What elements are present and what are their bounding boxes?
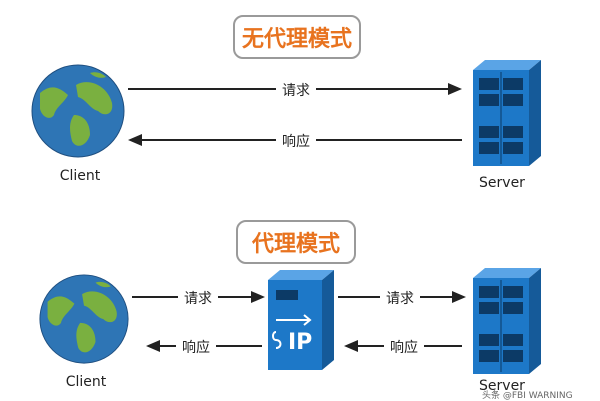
- client-label-bottom: Client: [65, 374, 107, 390]
- proxy-ip-text: IP: [288, 330, 313, 355]
- globe-icon: [31, 64, 125, 158]
- server-icon: [473, 60, 541, 166]
- request-label-bottom-right: 请求: [380, 288, 420, 308]
- request-label-top: 请求: [276, 80, 316, 100]
- proxy-title-box: 代理模式: [236, 220, 356, 264]
- watermark: 头条 @FBI WARNING: [482, 391, 573, 401]
- no-proxy-title-box: 无代理模式: [233, 15, 361, 59]
- server-label-bottom: Server: [479, 378, 525, 394]
- proxy-server-icon: [268, 270, 334, 370]
- globe-icon: [39, 274, 129, 364]
- no-proxy-title: 无代理模式: [241, 27, 352, 52]
- response-label-bottom-left: 响应: [176, 337, 216, 357]
- client-label-top: Client: [59, 168, 101, 184]
- response-label-top: 响应: [276, 131, 316, 151]
- response-label-bottom-right: 响应: [384, 337, 424, 357]
- proxy-title: 代理模式: [251, 232, 340, 257]
- server-label-top: Server: [479, 175, 525, 191]
- request-label-bottom-left: 请求: [178, 288, 218, 308]
- server-icon: [473, 268, 541, 374]
